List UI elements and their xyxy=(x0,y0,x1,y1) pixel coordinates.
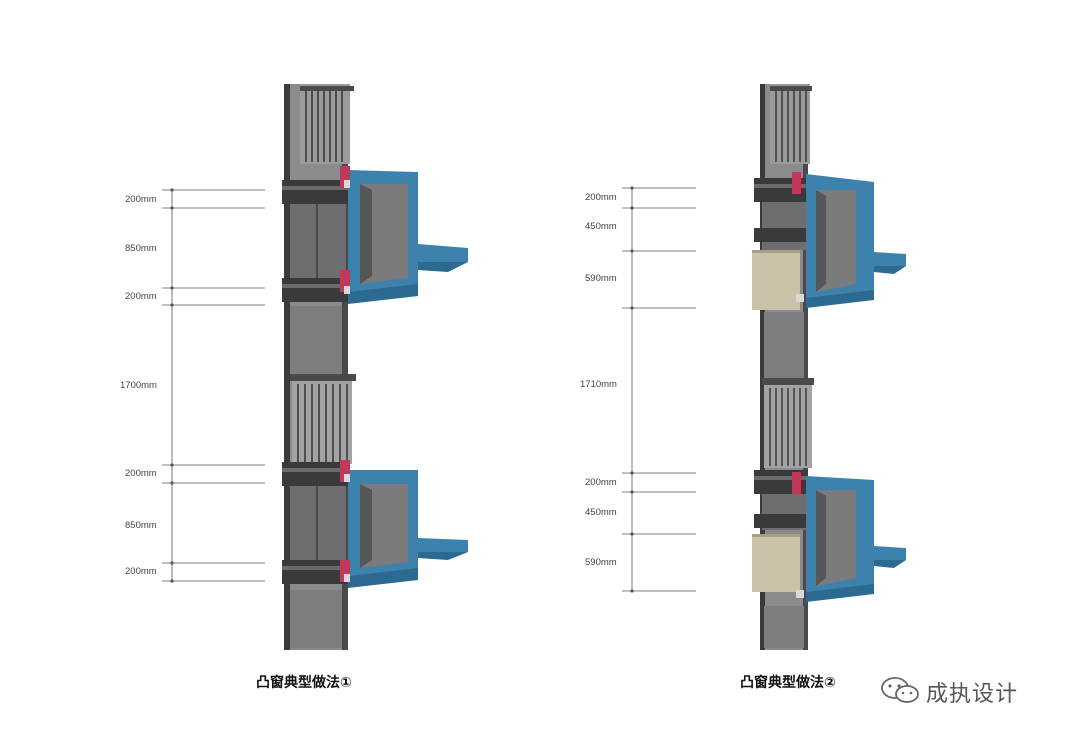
dimension-label: 590mm xyxy=(585,273,617,284)
dimension-chain-1 xyxy=(162,188,265,583)
dimension-label: 200mm xyxy=(125,468,157,479)
dimension-label: 1710mm xyxy=(580,379,617,390)
figure-caption-2: 凸窗典型做法② xyxy=(740,675,836,691)
dimension-label: 450mm xyxy=(585,507,617,518)
dimension-label: 200mm xyxy=(125,194,157,205)
dimension-label: 590mm xyxy=(585,557,617,568)
bay-window-lower-1 xyxy=(282,460,468,588)
dimension-label: 850mm xyxy=(125,520,157,531)
dimension-label: 200mm xyxy=(125,566,157,577)
bay-window-lower-2 xyxy=(752,470,906,602)
bay-window-upper-2 xyxy=(752,172,906,310)
wechat-icon xyxy=(880,676,920,708)
bay-window-upper-1 xyxy=(282,166,468,304)
dimension-label: 200mm xyxy=(585,477,617,488)
watermark: 成执设计 xyxy=(880,676,1018,708)
dimension-label: 450mm xyxy=(585,221,617,232)
figure-2: 200mm 450mm 590mm 1710mm 200mm 450mm 590… xyxy=(580,84,906,650)
dimension-label: 850mm xyxy=(125,243,157,254)
dimension-label: 200mm xyxy=(585,192,617,203)
watermark-text: 成执设计 xyxy=(926,682,1019,707)
figure-1: 200mm 850mm 200mm 1700mm 200mm 850mm 200… xyxy=(120,84,468,650)
figure-caption-1: 凸窗典型做法① xyxy=(256,675,352,691)
dimension-chain-2 xyxy=(622,186,696,593)
dimension-label: 200mm xyxy=(125,291,157,302)
dimension-label: 1700mm xyxy=(120,380,157,391)
